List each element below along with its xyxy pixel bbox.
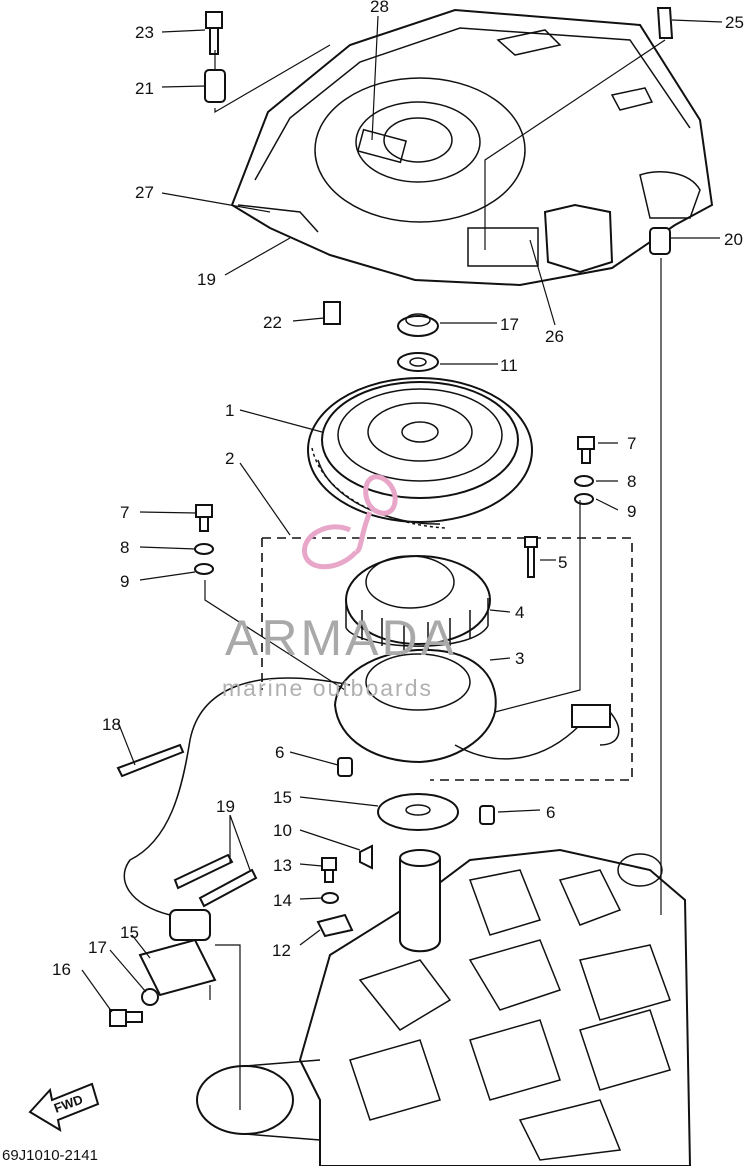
callout-7-right: 7: [627, 434, 636, 453]
callout-8-right: 8: [627, 472, 636, 491]
callout-numbers: 23 21 28 25 27 19 20 22 17 26 11 1 2 7 8…: [52, 0, 744, 979]
callout-11: 11: [500, 356, 518, 375]
callout-1: 1: [225, 401, 234, 420]
callout-6-right: 6: [546, 803, 555, 822]
callout-4: 4: [515, 603, 524, 622]
callout-29: 27: [135, 183, 154, 202]
callout-30: 28: [370, 0, 389, 16]
callout-28: 26: [545, 327, 564, 346]
stator-lead-wire: [123, 677, 351, 916]
brand-tagline: marine outboards: [222, 675, 433, 701]
callout-25: 22: [263, 313, 282, 332]
callout-9-left: 9: [120, 572, 129, 591]
flywheel: [307, 377, 533, 529]
callout-14: 12: [272, 941, 291, 960]
callout-10: 10: [273, 821, 292, 840]
callout-2: 2: [225, 449, 234, 468]
brand-watermark: ARMADA marine outboards: [222, 474, 457, 701]
callout-15: 13: [273, 856, 292, 875]
small-hardware: [109, 7, 674, 1027]
brand-name: ARMADA: [225, 610, 457, 666]
callout-16: 14: [273, 891, 292, 910]
callout-13: 15: [273, 788, 292, 807]
callout-24: 21: [135, 79, 154, 98]
leader-lines: [81, 15, 723, 1110]
callout-7-left: 7: [120, 503, 129, 522]
pulser-lead-wire: [599, 711, 620, 746]
diagram-part-code: 69J1010-2141: [2, 1147, 98, 1164]
callout-22: 19: [197, 270, 216, 289]
callout-21: 19: [216, 797, 235, 816]
callout-12: 17: [500, 315, 519, 334]
callout-6-left: 6: [275, 743, 284, 762]
callout-23: 20: [724, 230, 743, 249]
stator-base: [333, 648, 611, 764]
callout-9-right: 9: [627, 502, 636, 521]
stator: [345, 555, 491, 650]
flywheel-cover: [230, 8, 714, 287]
brand-logo-mark: [302, 474, 398, 570]
callout-3: 3: [515, 649, 524, 668]
assembly-boundary: [261, 537, 633, 781]
callout-5: 5: [558, 553, 567, 572]
callout-17: 15: [120, 923, 139, 942]
crankcase: [196, 848, 692, 1166]
callout-19: 17: [88, 938, 107, 957]
callout-8-left: 8: [120, 538, 129, 557]
callout-20: 18: [102, 715, 121, 734]
callout-26: 23: [135, 23, 154, 42]
callout-27: 25: [725, 13, 744, 32]
fwd-arrow: FWD: [28, 1082, 100, 1133]
callout-18: 16: [52, 960, 71, 979]
